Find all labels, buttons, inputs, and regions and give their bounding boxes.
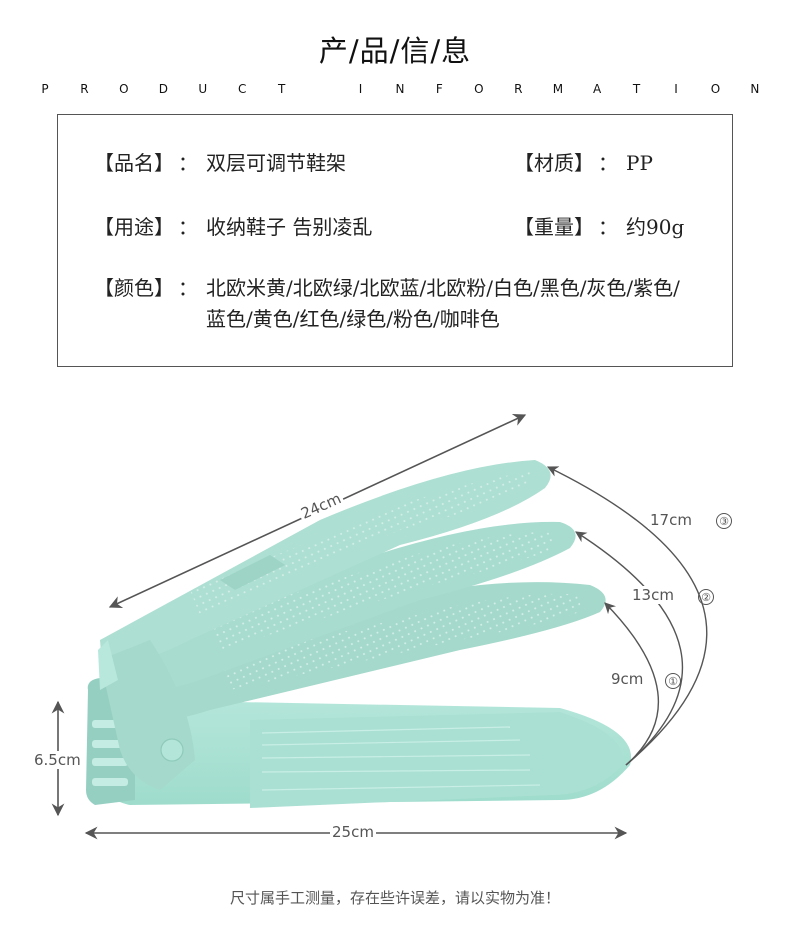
level-2-number: ② [698,589,714,605]
subtitle-letter: T [277,82,286,96]
level-2-height: 13cm [630,586,676,604]
level-3-height: 17cm [648,511,694,529]
subtitle-letter: P [41,82,49,96]
usage-value: 收纳鞋子 告别凌乱 [206,215,373,239]
subtitle-letter: O [474,82,484,96]
subtitle-letter: F [435,82,443,96]
info-row-material: 【材质】 ： PP [514,147,653,176]
product-dimension-diagram: 24cm 25cm 6.5cm 9cm ① 13cm ② 17cm ③ [0,395,790,855]
subtitle-letter: A [593,82,602,96]
product-info-box: 【品名】 ： 双层可调节鞋架 【材质】 ： PP 【用途】 ： 收纳鞋子 告别凌… [57,114,733,367]
info-row-usage: 【用途】 ： 收纳鞋子 告别凌乱 [94,211,372,240]
subtitle-letter: R [514,82,523,96]
subtitle-letter: T [632,82,641,96]
weight-colon: ： [598,215,618,239]
usage-label: 【用途】 [94,215,174,239]
base-tray [100,700,632,808]
arc-level-1 [604,602,659,766]
page-subtitle: P R O D U C T I N F O R M A T I O N [40,82,760,96]
subtitle-letter [316,82,326,96]
name-label: 【品名】 [94,151,174,175]
subtitle-letter: U [198,82,208,96]
info-row-weight: 【重量】 ： 约90g [514,211,684,240]
weight-label: 【重量】 [514,215,594,239]
measurement-disclaimer: 尺寸属手工测量，存在些许误差，请以实物为准！ [229,889,560,907]
colors-value: 北欧米黄/北欧绿/北欧蓝/北欧粉/白色/黑色/灰色/紫色/蓝色/黄色/红色/绿色… [206,276,680,331]
colors-colon: ： [178,276,198,300]
name-colon: ： [178,151,198,175]
subtitle-letter: C [237,82,247,96]
subtitle-letter: R [80,82,89,96]
hinge-arm [98,640,195,790]
page-title: 产/品/信/息 [318,34,472,68]
subtitle-letter: N [750,82,760,96]
tier-1 [110,582,606,720]
info-row-name: 【品名】 ： 双层可调节鞋架 [94,147,346,176]
subtitle-letter: D [158,82,168,96]
name-value: 双层可调节鞋架 [206,151,346,175]
material-label: 【材质】 [514,151,594,175]
usage-colon: ： [178,215,198,239]
base-length-label: 25cm [330,823,376,841]
level-3-number: ③ [716,513,732,529]
subtitle-letter: I [674,82,678,96]
pivot-knob [160,738,184,762]
subtitle-letter: O [710,82,721,96]
material-value: PP [626,151,653,175]
level-1-height: 9cm [609,670,646,688]
weight-value: 约90g [626,215,685,239]
material-colon: ： [598,151,618,175]
shoe-rack-illustration [51,414,708,840]
subtitle-letter: I [358,82,363,96]
subtitle-letter: M [552,82,564,96]
info-row-colors: 【颜色】 ： 北欧米黄/北欧绿/北欧蓝/北欧粉/白色/黑色/灰色/紫色/蓝色/黄… [94,273,686,335]
colors-label: 【颜色】 [94,276,174,300]
level-1-number: ① [665,673,681,689]
height-label: 6.5cm [32,751,83,769]
arc-level-2 [575,531,684,766]
subtitle-letter: O [119,82,129,96]
arc-level-3 [546,466,708,766]
subtitle-letter: N [395,82,405,96]
